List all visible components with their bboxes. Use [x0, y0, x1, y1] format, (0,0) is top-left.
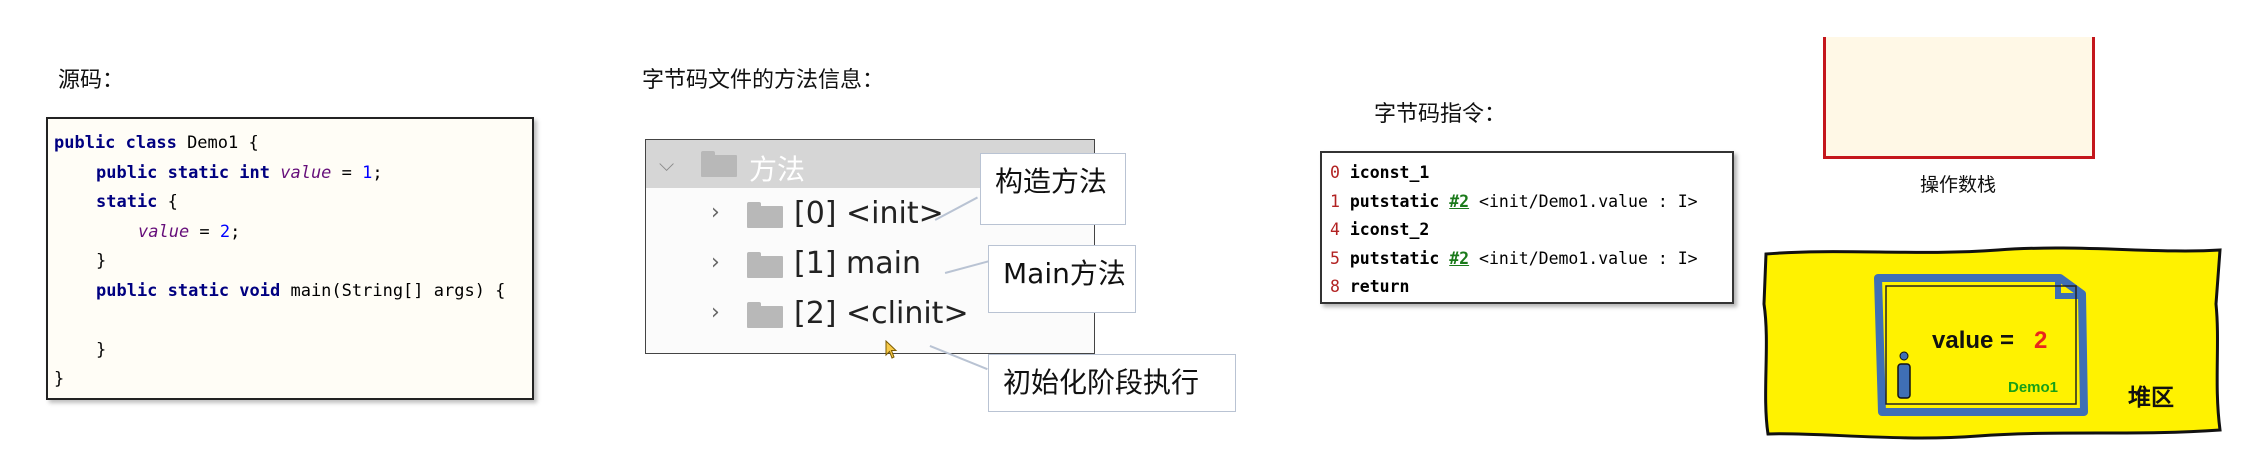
method-tree-title: 方法	[749, 153, 806, 186]
code-line-9: }	[54, 365, 532, 395]
code-line-8: }	[54, 336, 532, 366]
code-line-3: static {	[54, 188, 532, 218]
chevron-right-icon[interactable]: ›	[711, 300, 720, 325]
bytecode-line: 8 return	[1330, 273, 1732, 302]
chevron-right-icon[interactable]: ›	[711, 200, 720, 225]
bytecode-label: 字节码指令：	[1374, 102, 1507, 127]
code-line-5: }	[54, 247, 532, 277]
bytecode-opcode: iconst_1	[1349, 163, 1430, 182]
bytecode-offset: 5	[1330, 248, 1340, 268]
code-line-1: public class Demo1 {	[54, 129, 532, 159]
code-token: }	[96, 339, 107, 360]
bytecode-offset: 1	[1330, 191, 1340, 211]
code-token: ;	[230, 221, 241, 242]
bytecode-offset: 8	[1330, 277, 1340, 296]
operand-stack-label: 操作数栈	[1920, 174, 1997, 196]
folder-icon	[747, 202, 783, 228]
heap-label: 堆区	[2128, 385, 2174, 411]
folder-icon	[747, 302, 783, 328]
method-item-clinit[interactable]: › [2] <clinit>	[646, 294, 1094, 334]
heap-field-value: 2	[2034, 327, 2047, 354]
bytecode-line: 4 iconst_2	[1330, 216, 1732, 245]
method-tree-header[interactable]: ⌵ 方法	[646, 140, 1094, 188]
code-token: }	[54, 369, 65, 389]
source-code-label: 源码：	[58, 68, 125, 93]
bytecode-line: 1 putstatic #2 <init/Demo1.value : I>	[1330, 188, 1732, 217]
code-token: static	[96, 192, 158, 212]
bytecode-opcode: putstatic	[1349, 248, 1440, 268]
bytecode-panel: 0 iconst_1 1 putstatic #2 <init/Demo1.va…	[1320, 151, 1734, 304]
method-item-main[interactable]: › [1] main	[646, 244, 1094, 284]
bytecode-constant-ref[interactable]: #2	[1449, 248, 1470, 268]
heap-object-class: Demo1	[2008, 379, 2058, 396]
cursor-icon	[885, 340, 898, 359]
operand-stack	[1823, 37, 2095, 159]
method-item-label: [2] <clinit>	[794, 296, 969, 331]
code-token: Demo1 {	[187, 133, 259, 153]
code-token: value	[280, 162, 332, 183]
code-token: ;	[372, 162, 383, 183]
callout-constructor: 构造方法	[980, 153, 1126, 225]
bytecode-opcode: iconst_2	[1349, 220, 1430, 239]
code-token: =	[331, 162, 363, 183]
code-line-4: value = 2;	[54, 218, 532, 248]
bytecode-line: 5 putstatic #2 <init/Demo1.value : I>	[1330, 245, 1732, 274]
code-token: =	[189, 221, 220, 242]
heap-object	[1874, 274, 2088, 416]
bytecode-offset: 4	[1330, 220, 1340, 239]
bytecode-constant-ref[interactable]: #2	[1449, 191, 1470, 211]
chevron-right-icon[interactable]: ›	[711, 250, 720, 275]
code-token: main(String[] args) {	[290, 280, 506, 301]
code-line-6: public static void main(String[] args) {	[54, 277, 532, 307]
method-item-label: [0] <init>	[794, 196, 944, 231]
code-line-2: public static int value = 1;	[54, 159, 532, 189]
code-token: public class	[54, 133, 188, 153]
folder-icon	[701, 151, 737, 177]
code-token: public static void	[96, 280, 291, 301]
method-item-init[interactable]: › [0] <init>	[646, 194, 1094, 234]
bytecode-offset: 0	[1330, 163, 1340, 182]
code-token: 2	[219, 221, 231, 242]
source-code-panel: public class Demo1 { public static int v…	[46, 117, 534, 400]
callout-clinit: 初始化阶段执行	[988, 354, 1236, 412]
code-token: {	[157, 192, 178, 212]
bytecode-opcode: putstatic	[1349, 191, 1440, 211]
bytecode-line: 0 iconst_1	[1330, 159, 1732, 188]
bytecode-opcode: return	[1349, 277, 1410, 296]
heap-field-label: value =	[1932, 327, 2014, 354]
code-token: }	[96, 251, 107, 271]
code-token: 1	[362, 162, 373, 183]
heap-area: value = 2 Demo1 堆区	[1762, 246, 2222, 440]
bytecode-argument: <init/Demo1.value : I>	[1479, 248, 1698, 268]
chevron-down-icon[interactable]: ⌵	[659, 152, 675, 176]
bytecode-argument: <init/Demo1.value : I>	[1479, 191, 1698, 211]
code-token: value	[138, 221, 190, 242]
callout-main-method: Main方法	[988, 245, 1136, 313]
method-info-label: 字节码文件的方法信息：	[642, 68, 885, 93]
folder-icon	[747, 252, 783, 278]
code-line-7	[54, 306, 532, 336]
method-item-label: [1] main	[794, 246, 921, 281]
code-token: public static int	[96, 162, 281, 183]
